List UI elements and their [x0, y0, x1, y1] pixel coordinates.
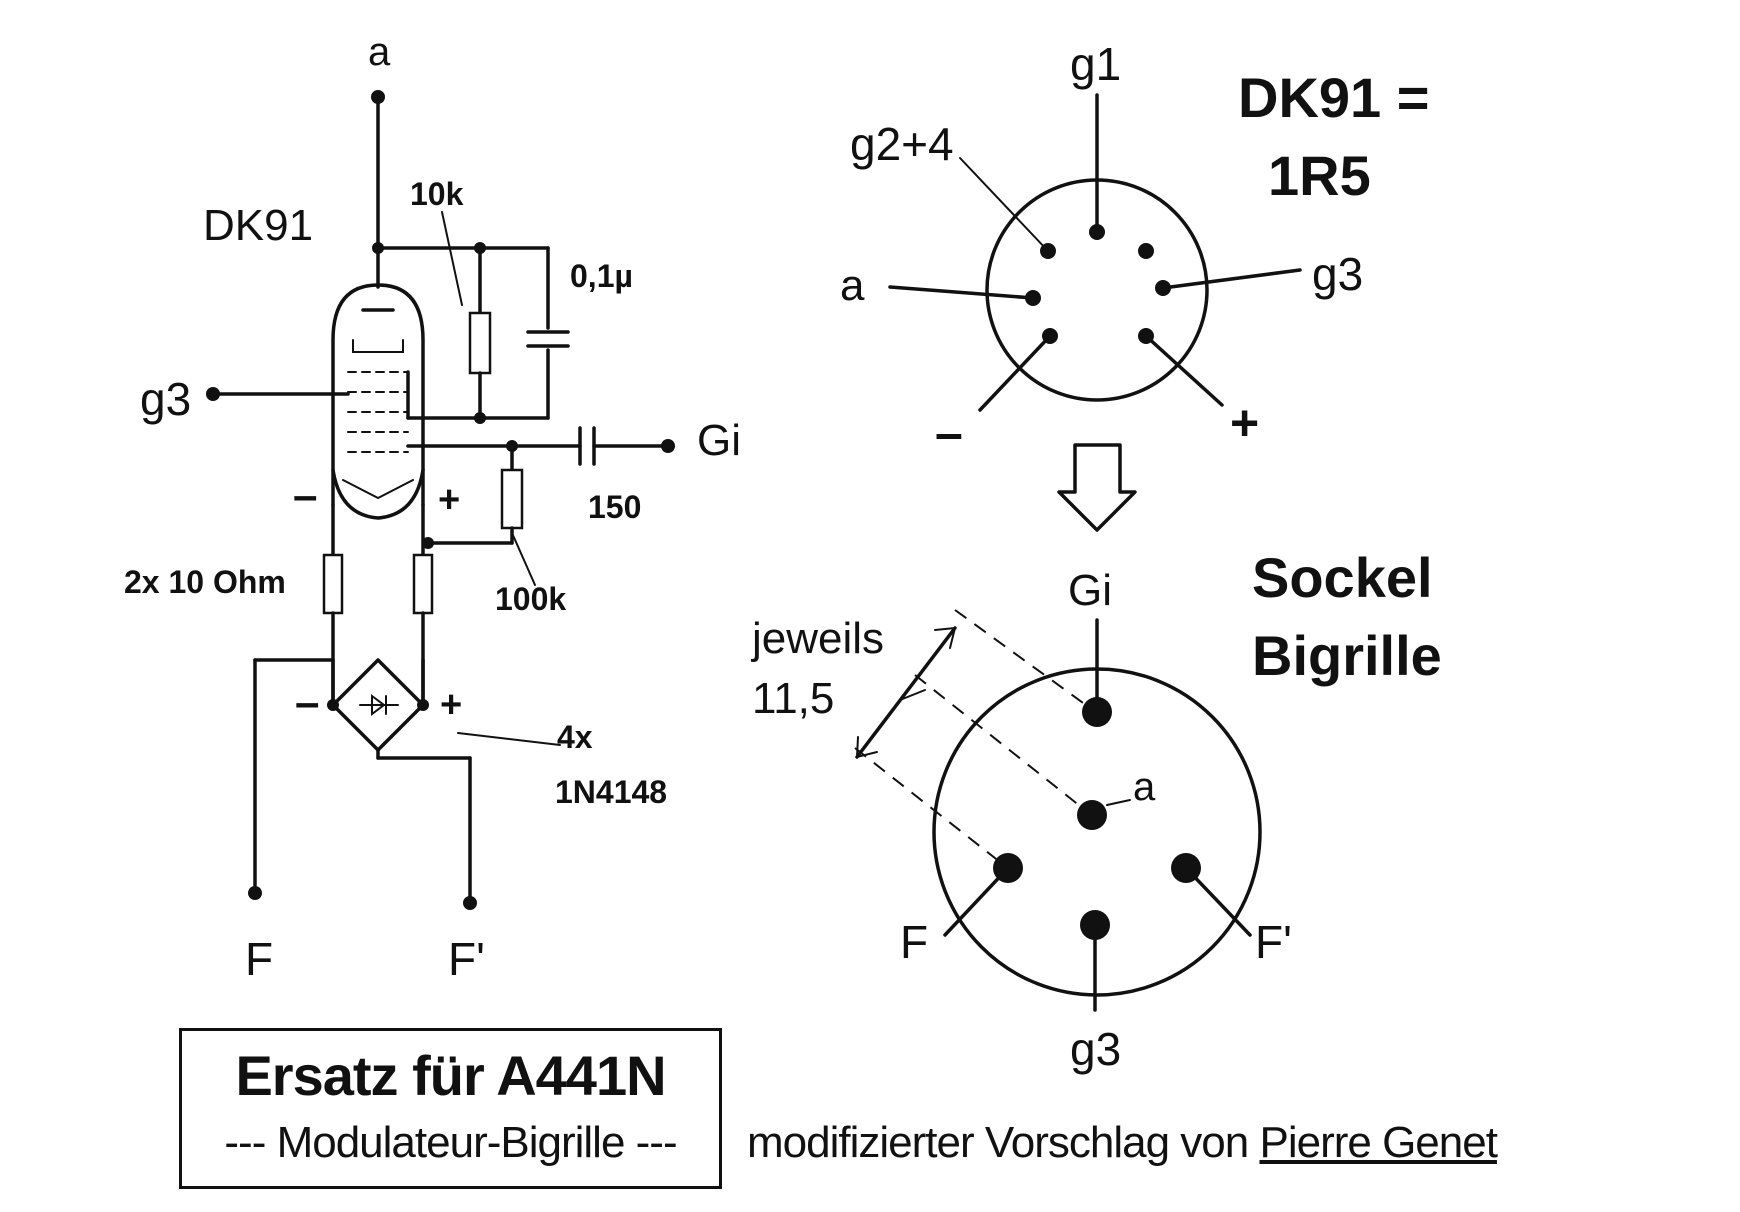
label-bigrille-f: F	[900, 916, 928, 968]
label-dk91-plus: +	[1230, 395, 1259, 451]
terminal-g3	[206, 387, 220, 401]
bigrille-title-line2: Bigrille	[1252, 624, 1442, 687]
terminal-f-prime	[463, 896, 477, 910]
credit-author: Pierre Genet	[1259, 1118, 1497, 1167]
label-minus-bridge: –	[295, 678, 319, 727]
terminal-gi	[661, 439, 675, 453]
label-spacing: jeweils	[750, 614, 884, 663]
dk91-title-line1: DK91 =	[1238, 66, 1429, 129]
title-sub: --- Modulateur-Bigrille ---	[224, 1118, 677, 1167]
credit-prefix: modifizierter Vorschlag von	[747, 1118, 1260, 1167]
tube-envelope	[331, 283, 425, 507]
label-plus-bridge: +	[440, 684, 462, 726]
bigrille-socket	[854, 609, 1262, 1012]
label-a: a	[368, 30, 391, 74]
label-bigrille-gi: Gi	[1068, 566, 1112, 615]
terminal-f	[248, 886, 262, 900]
label-f-prime: F'	[448, 933, 485, 985]
label-tube: DK91	[203, 201, 313, 250]
credit-line: modifizierter Vorschlag von Pierre Genet	[747, 1118, 1498, 1168]
label-plus-top: +	[438, 479, 460, 521]
label-bigrille-f-prime: F'	[1255, 916, 1292, 968]
label-100k: 100k	[495, 581, 566, 617]
label-2x10ohm: 2x 10 Ohm	[124, 564, 286, 600]
label-dk91-a: a	[840, 261, 865, 310]
label-150: 150	[588, 489, 641, 525]
label-dk91-g3: g3	[1312, 248, 1363, 300]
label-g1: g1	[1070, 38, 1121, 90]
label-4x: 4x	[557, 719, 593, 755]
resistor-filament-minus	[322, 553, 344, 615]
title-main: Ersatz für A441N	[235, 1044, 666, 1107]
label-bigrille-a: a	[1133, 765, 1156, 809]
label-f: F	[245, 933, 273, 985]
dk91-title-line2: 1R5	[1268, 144, 1371, 207]
title-box: Ersatz für A441N --- Modulateur-Bigrille…	[179, 1028, 722, 1189]
bigrille-title-line1: Sockel	[1252, 546, 1433, 609]
label-spacing-value: 11,5	[752, 674, 834, 723]
label-1n4148: 1N4148	[555, 774, 667, 810]
label-g3: g3	[140, 373, 191, 425]
label-10k: 10k	[410, 176, 464, 212]
resistor-10k	[468, 311, 492, 375]
terminal-a	[371, 90, 385, 104]
resistor-filament-plus	[412, 553, 434, 615]
dk91-socket	[888, 93, 1302, 412]
label-gi: Gi	[697, 416, 741, 465]
label-dk91-minus: –	[935, 405, 963, 461]
arrow-down-icon	[1057, 443, 1137, 532]
label-bigrille-g3: g3	[1070, 1023, 1121, 1075]
schematic-circuit	[206, 90, 675, 910]
label-0-1u: 0,1µ	[570, 258, 633, 294]
resistor-100k	[500, 468, 524, 530]
label-g2-4: g2+4	[850, 118, 954, 170]
label-minus-top: –	[293, 471, 317, 520]
